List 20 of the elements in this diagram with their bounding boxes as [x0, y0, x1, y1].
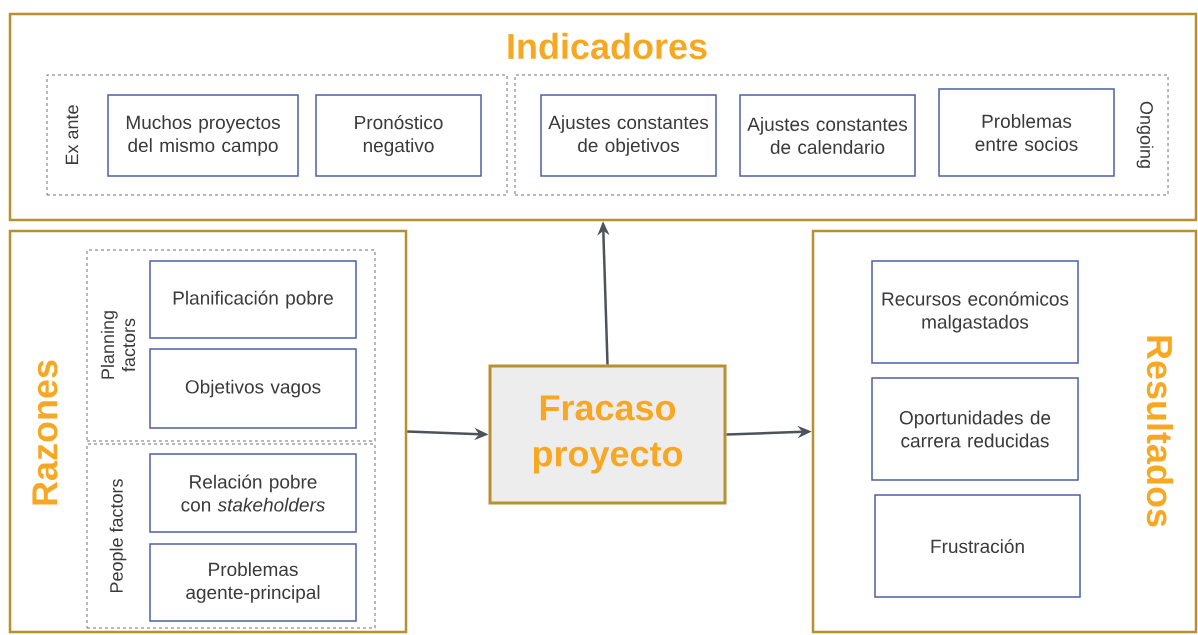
text-box: Muchos proyectos del mismo campo [107, 94, 299, 177]
text-box: Oportunidades de carrera reducidas [871, 377, 1079, 481]
panel-title: Indicadores [508, 32, 707, 60]
text-box: Ajustes constantes de calendario [739, 94, 916, 177]
panel-title: Resultados [1146, 336, 1174, 527]
text-box: Ajustes constantes de objetivos [540, 94, 717, 177]
text-box: Frustración [874, 494, 1081, 598]
group-label: Ongoing [1136, 101, 1154, 168]
text-box: Pronóstico negativo [315, 94, 482, 177]
text-box: Problemas entre socios [938, 88, 1115, 177]
group-label: Ex ante [65, 105, 79, 165]
text-box: Recursos económicos malgastados [871, 260, 1079, 364]
text-box: Objetivos vagos [149, 348, 357, 429]
group-label: People factors [109, 479, 127, 593]
group-label: Planning factors [100, 311, 136, 379]
text-box: Planificación pobre [149, 260, 357, 339]
central-box: Fracaso proyecto [488, 364, 727, 505]
text-box: Relación pobre con stakeholders [149, 453, 357, 533]
text-box: Problemas agente-principal [149, 543, 357, 622]
panel-title: Razones [32, 360, 58, 505]
